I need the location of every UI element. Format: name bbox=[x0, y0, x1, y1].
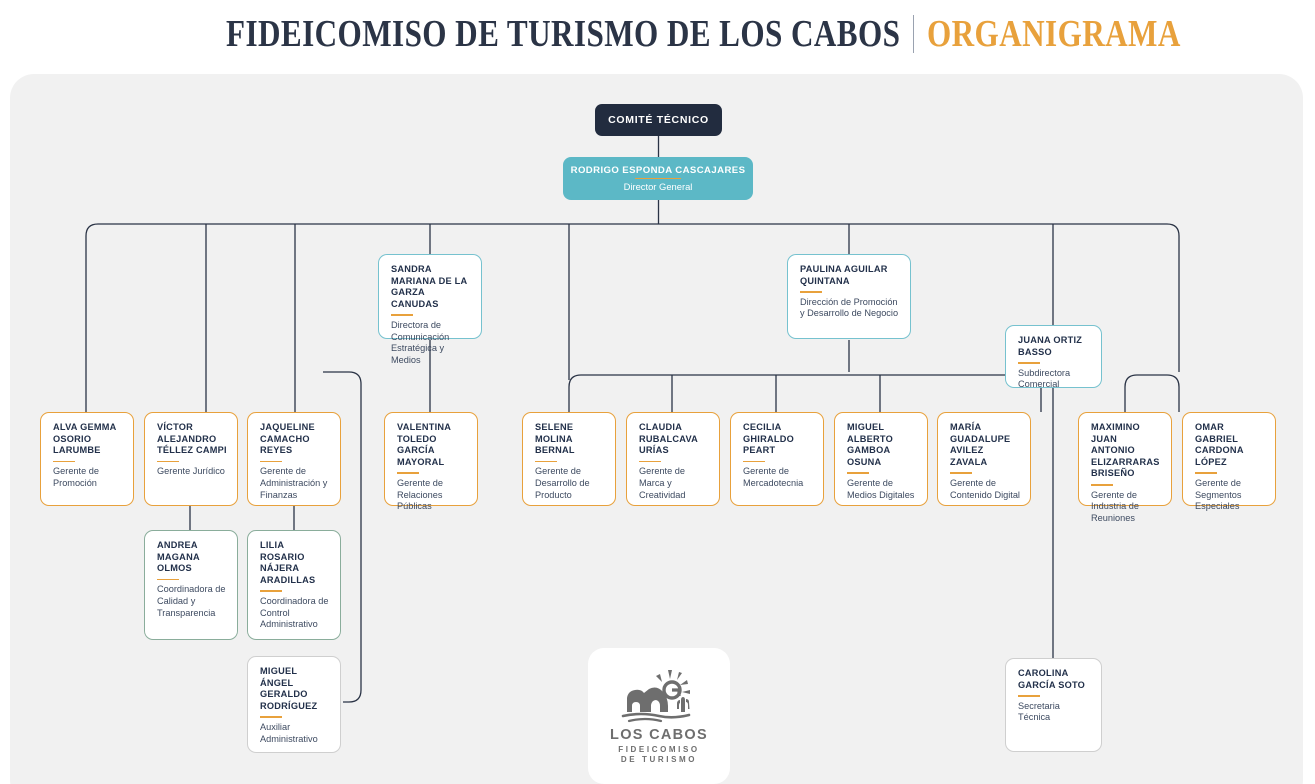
node-role: Subdirectora Comercial bbox=[1018, 367, 1071, 390]
node-divider bbox=[53, 460, 75, 463]
node-victor-alejandro[interactable]: VÍCTOR ALEJANDRO TÉLLEZ CAMPI Gerente Ju… bbox=[144, 412, 238, 506]
node-divider bbox=[635, 177, 681, 180]
node-divider bbox=[950, 472, 972, 474]
node-name: SANDRA MARIANA DE LA GARZA CANUDAS bbox=[391, 264, 468, 309]
node-comite-tecnico[interactable]: COMITÉ TÉCNICO bbox=[595, 104, 722, 136]
node-miguel-angel-geraldo[interactable]: MIGUEL ÁNGEL GERALDO RODRÍGUEZ Auxiliar … bbox=[247, 656, 341, 753]
page-title-accent: ORGANIGRAMA bbox=[927, 13, 1182, 55]
node-role: Gerente de Promoción bbox=[53, 466, 99, 488]
node-director-general-name: RODRIGO ESPONDA CASCAJARES bbox=[570, 164, 746, 176]
node-name: MAXIMINO JUAN ANTONIO ELIZARRARAS BRISEÑ… bbox=[1091, 422, 1160, 479]
node-divider bbox=[1195, 472, 1217, 474]
page-title-main: FIDEICOMISO DE TURISMO DE LOS CABOS bbox=[226, 13, 901, 55]
los-cabos-arch-icon bbox=[621, 670, 691, 723]
node-divider bbox=[1018, 695, 1040, 697]
node-role: Gerente de Segmentos Especiales bbox=[1195, 477, 1242, 512]
node-carolina-garcia[interactable]: CAROLINA GARCÍA SOTO Secretaria Técnica bbox=[1005, 658, 1102, 752]
node-omar-gabriel[interactable]: OMAR GABRIEL CARDONA LÓPEZ Gerente de Se… bbox=[1182, 412, 1276, 511]
node-role: Gerente de Desarrollo de Producto bbox=[535, 466, 590, 500]
node-divider bbox=[260, 590, 282, 592]
node-role: Gerente Jurídico bbox=[157, 466, 225, 477]
node-role: Gerente de Administración y Finanzas bbox=[260, 466, 328, 500]
node-role: Gerente de Contenido Digital bbox=[950, 477, 1020, 500]
node-miguel-alberto-gamboa[interactable]: MIGUEL ALBERTO GAMBOA OSUNA Gerente de M… bbox=[834, 412, 928, 506]
node-name: JUANA ORTIZ BASSO bbox=[1018, 335, 1083, 357]
node-divider bbox=[260, 716, 282, 718]
node-maximino-elizarraras[interactable]: MAXIMINO JUAN ANTONIO ELIZARRARAS BRISEÑ… bbox=[1078, 412, 1172, 523]
node-role: Gerente de Medios Digitales bbox=[847, 477, 915, 500]
node-director-general[interactable]: RODRIGO ESPONDA CASCAJARES Director Gene… bbox=[563, 157, 753, 200]
node-name: ANDREA MAGANA OLMOS bbox=[157, 540, 200, 574]
node-comite-tecnico-name: COMITÉ TÉCNICO bbox=[608, 114, 709, 126]
node-cecilia-ghiraldo[interactable]: CECILIA GHIRALDO PEART Gerente de Mercad… bbox=[730, 412, 824, 506]
node-divider bbox=[743, 460, 765, 463]
node-divider bbox=[397, 472, 419, 474]
node-alva-gemma[interactable]: ALVA GEMMA OSORIO LARUMBE Gerente de Pro… bbox=[40, 412, 134, 506]
node-lilia-rosario[interactable]: LILIA ROSARIO NÁJERA ARADILLAS Coordinad… bbox=[247, 530, 341, 640]
node-maria-guadalupe[interactable]: MARÍA GUADALUPE AVILEZ ZAVALA Gerente de… bbox=[937, 412, 1031, 506]
title-divider bbox=[913, 15, 915, 53]
logo-line-2: FIDEICOMISO bbox=[618, 745, 700, 754]
node-divider bbox=[1018, 362, 1040, 364]
node-name: CECILIA GHIRALDO PEART bbox=[743, 422, 794, 456]
node-name: JAQUELINE CAMACHO REYES bbox=[260, 422, 315, 456]
node-divider bbox=[260, 460, 282, 463]
node-name: SELENE MOLINA BERNAL bbox=[535, 422, 575, 456]
node-role: Dirección de Promoción y Desarrollo de N… bbox=[800, 296, 899, 319]
node-role: Gerente de Marca y Creatividad bbox=[639, 466, 686, 500]
node-claudia-rubalcava[interactable]: CLAUDIA RUBALCAVA URÍAS Gerente de Marca… bbox=[626, 412, 720, 506]
node-divider bbox=[535, 460, 557, 463]
node-name: MARÍA GUADALUPE AVILEZ ZAVALA bbox=[950, 422, 1011, 467]
node-name: CLAUDIA RUBALCAVA URÍAS bbox=[639, 422, 698, 456]
logo-card: LOS CABOS FIDEICOMISO DE TURISMO bbox=[588, 648, 730, 784]
node-jaqueline-camacho[interactable]: JAQUELINE CAMACHO REYES Gerente de Admin… bbox=[247, 412, 341, 506]
node-role: Gerente de Mercadotecnia bbox=[743, 466, 804, 488]
node-divider bbox=[800, 291, 822, 293]
node-sandra-mariana[interactable]: SANDRA MARIANA DE LA GARZA CANUDAS Direc… bbox=[378, 254, 482, 365]
node-valentina-toledo[interactable]: VALENTINA TOLEDO GARCÍA MAYORAL Gerente … bbox=[384, 412, 478, 511]
node-name: LILIA ROSARIO NÁJERA ARADILLAS bbox=[260, 540, 316, 585]
node-role: Gerente de Relaciones Públicas bbox=[397, 477, 443, 512]
node-name: ALVA GEMMA OSORIO LARUMBE bbox=[53, 422, 117, 456]
node-divider bbox=[1091, 483, 1113, 486]
node-divider bbox=[391, 314, 413, 316]
node-andrea-magana[interactable]: ANDREA MAGANA OLMOS Coordinadora de Cali… bbox=[144, 530, 238, 640]
node-selene-molina[interactable]: SELENE MOLINA BERNAL Gerente de Desarrol… bbox=[522, 412, 616, 506]
node-name: VALENTINA TOLEDO GARCÍA MAYORAL bbox=[397, 422, 451, 467]
node-name: MIGUEL ALBERTO GAMBOA OSUNA bbox=[847, 422, 893, 467]
node-name: PAULINA AGUILAR QUINTANA bbox=[800, 264, 888, 286]
node-name: CAROLINA GARCÍA SOTO bbox=[1018, 668, 1086, 690]
node-role: Gerente de Industria de Reuniones bbox=[1091, 489, 1140, 523]
node-role: Coordinadora de Calidad y Transparencia bbox=[157, 584, 226, 618]
node-divider bbox=[157, 460, 179, 463]
node-director-general-role: Director General bbox=[623, 181, 693, 193]
node-role: Auxiliar Administrativo bbox=[260, 721, 318, 744]
node-paulina-aguilar[interactable]: PAULINA AGUILAR QUINTANA Dirección de Pr… bbox=[787, 254, 911, 339]
node-role: Coordinadora de Control Administrativo bbox=[260, 595, 329, 630]
logo-line-3: DE TURISMO bbox=[620, 755, 698, 764]
logo-line-1: LOS CABOS bbox=[610, 727, 708, 743]
node-divider bbox=[639, 460, 661, 463]
node-juana-ortiz[interactable]: JUANA ORTIZ BASSO Subdirectora Comercial bbox=[1005, 325, 1102, 390]
node-name: VÍCTOR ALEJANDRO TÉLLEZ CAMPI bbox=[157, 422, 227, 456]
node-name: MIGUEL ÁNGEL GERALDO RODRÍGUEZ bbox=[260, 666, 318, 711]
node-divider bbox=[157, 578, 179, 581]
node-divider bbox=[847, 472, 869, 474]
node-role: Secretaria Técnica bbox=[1018, 700, 1060, 723]
node-role: Directora de Comunicación Estratégica y … bbox=[391, 319, 450, 365]
page-title: FIDEICOMISO DE TURISMO DE LOS CABOS ORGA… bbox=[0, 6, 1315, 62]
node-name: OMAR GABRIEL CARDONA LÓPEZ bbox=[1195, 422, 1244, 467]
